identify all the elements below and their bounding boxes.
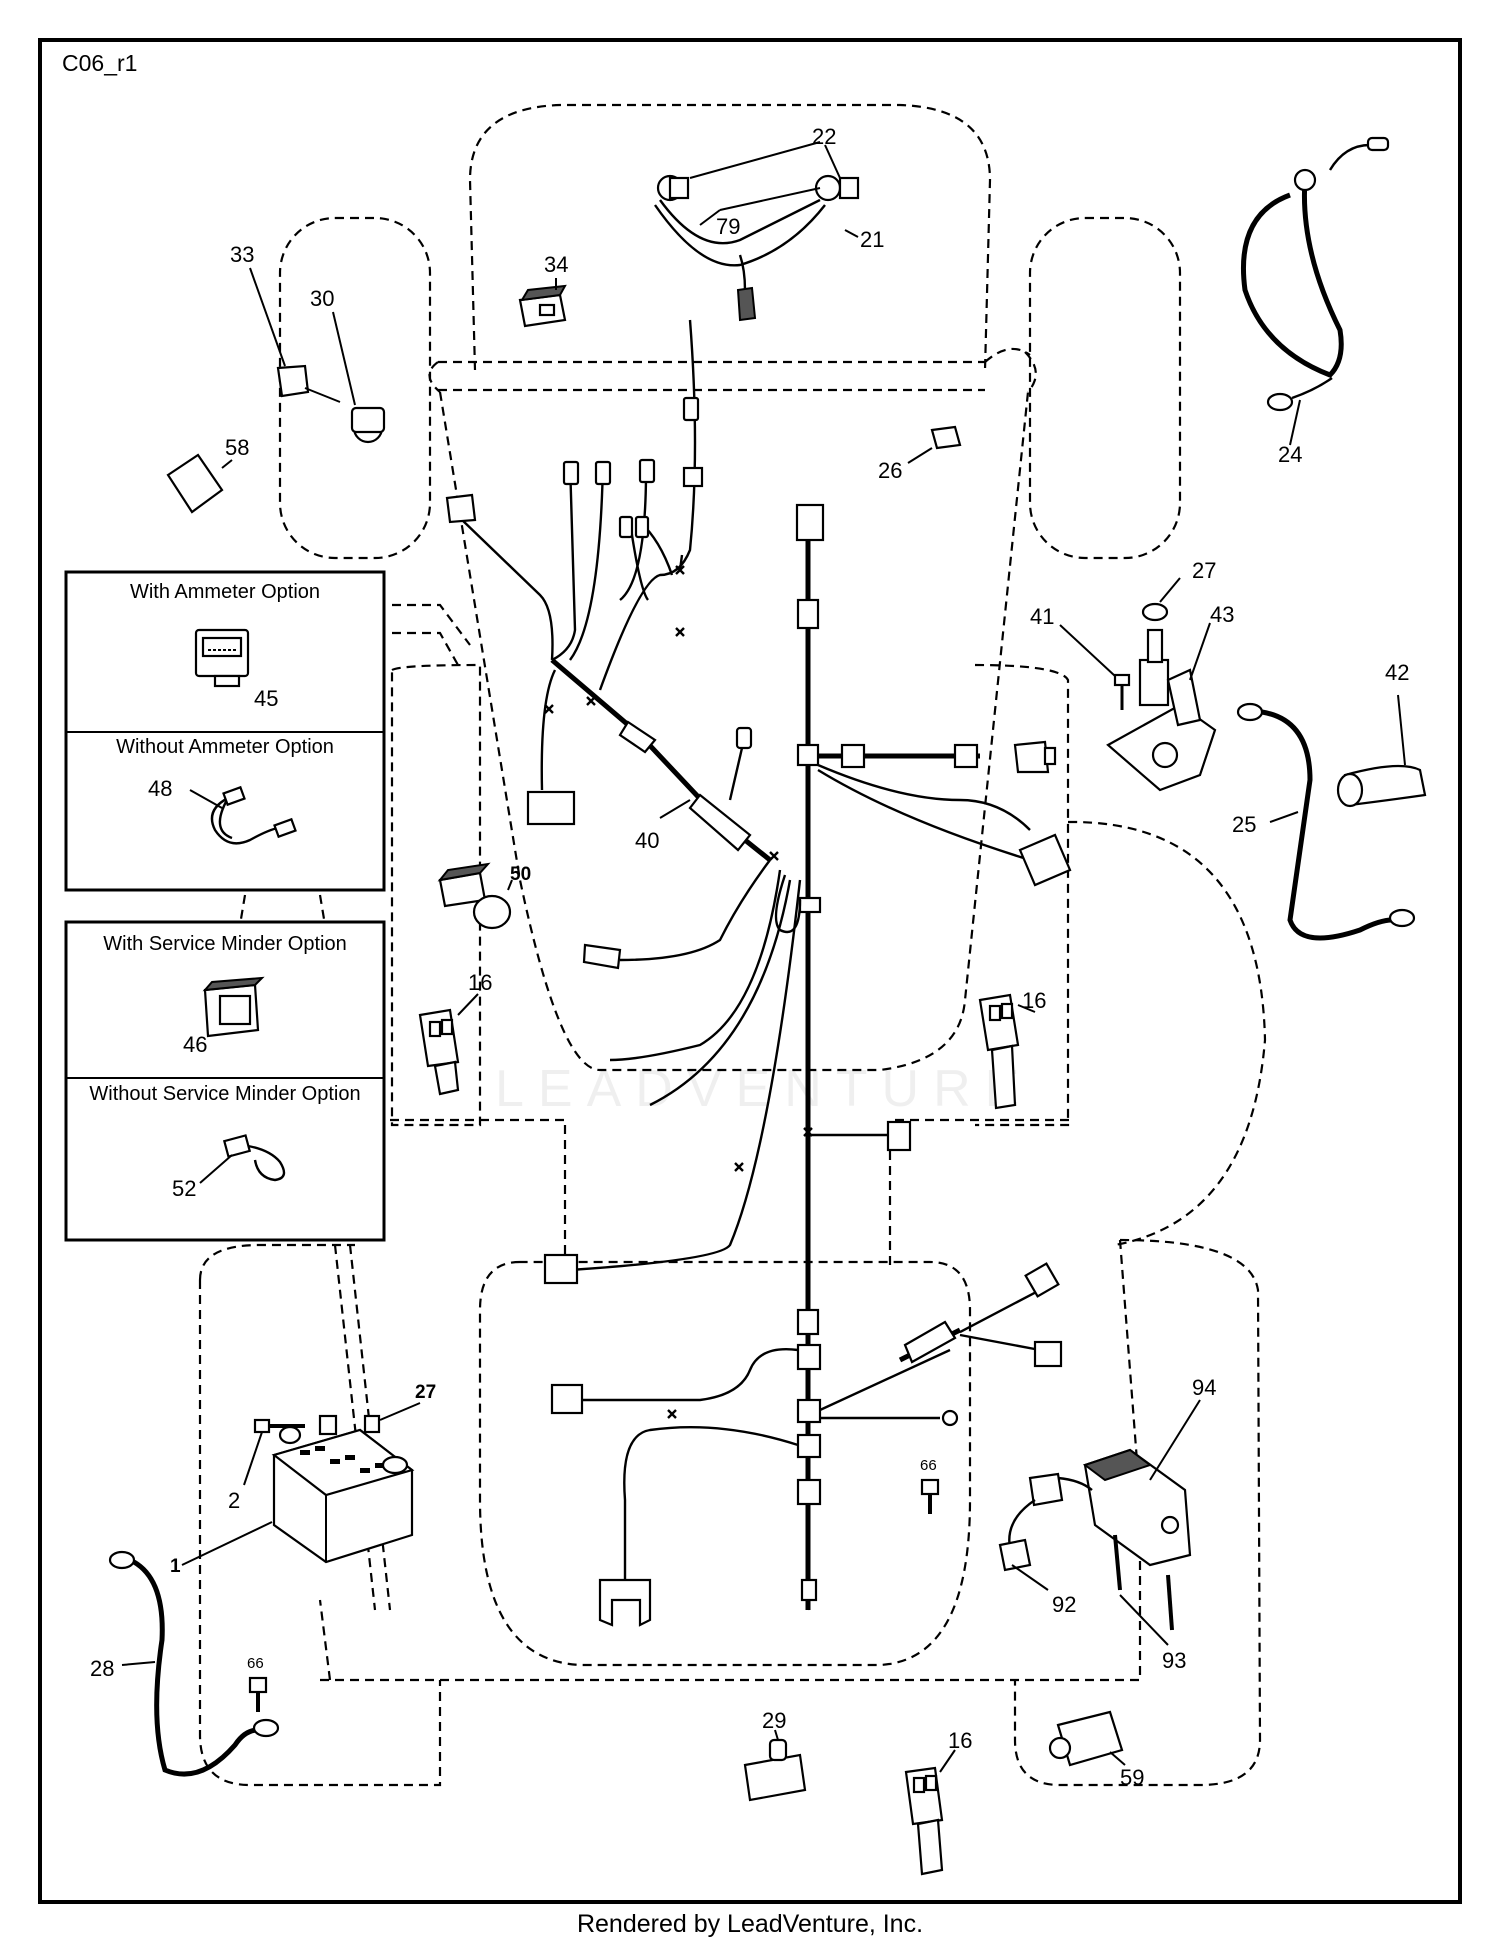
callout-33: 33	[230, 242, 254, 267]
callout-16-bottom: 16	[948, 1728, 972, 1753]
ground-cable-24	[1240, 136, 1390, 446]
battery-nut-27	[363, 1402, 421, 1434]
service-minder-jumper-part	[199, 1134, 286, 1184]
ammeter-option-box: With Ammeter Option Without Ammeter Opti…	[64, 570, 386, 892]
leader-40	[659, 799, 691, 819]
callout-59: 59	[1120, 1765, 1144, 1790]
callout-93: 93	[1162, 1648, 1186, 1673]
headlight-assembly	[654, 141, 860, 322]
service-minder-part	[202, 976, 265, 1038]
footer-rendered-by: Rendered by LeadVenture, Inc.	[576, 1910, 924, 1938]
callout-22: 22	[812, 124, 836, 149]
service-minder-option-box: With Service Minder Option Without Servi…	[64, 920, 386, 1242]
main-wiring-harness	[445, 319, 1072, 1627]
screws-93	[1113, 1534, 1174, 1646]
battery-cable-28	[108, 1550, 280, 1777]
with-service-minder-title: With Service Minder Option	[103, 933, 346, 955]
callout-27-top: 27	[1192, 558, 1216, 583]
callout-48: 48	[148, 776, 172, 801]
interlock-switch-16-right	[978, 993, 1036, 1110]
battery-1	[181, 1425, 415, 1566]
relay-50	[437, 862, 513, 930]
callout-30: 30	[310, 286, 334, 311]
callout-21: 21	[860, 227, 884, 252]
ammeter-part	[194, 628, 250, 688]
module-94	[1082, 1399, 1201, 1567]
callout-26: 26	[878, 458, 902, 483]
callout-16-right: 16	[1022, 988, 1046, 1013]
callout-66-right: 66	[920, 1457, 937, 1474]
starter-solenoid-43	[1106, 577, 1217, 792]
interlock-switch-16-bottom	[904, 1749, 956, 1876]
watermark: LEADVENTURE	[495, 1060, 1033, 1118]
screw-66-left	[248, 1676, 268, 1712]
key-33	[249, 267, 341, 403]
ammeter-jumper-part	[189, 785, 297, 845]
ignition-switch-30	[332, 311, 386, 444]
part-59	[1048, 1710, 1126, 1767]
callout-28: 28	[90, 1656, 114, 1681]
interlock-switch-16-left	[418, 993, 479, 1096]
callout-94: 94	[1192, 1375, 1216, 1400]
screw-66-right	[920, 1478, 940, 1514]
callout-29: 29	[762, 1708, 786, 1733]
without-service-minder-title: Without Service Minder Option	[89, 1083, 360, 1105]
callout-16-left: 16	[468, 970, 492, 995]
callout-92: 92	[1052, 1592, 1076, 1617]
bolt-41	[1059, 624, 1131, 710]
callout-52: 52	[172, 1176, 196, 1201]
callout-79: 79	[716, 214, 740, 239]
terminal-boot-42	[1336, 694, 1427, 808]
with-ammeter-title: With Ammeter Option	[130, 581, 320, 603]
callout-27-battery: 27	[415, 1382, 436, 1403]
without-ammeter-title: Without Ammeter Option	[116, 736, 334, 758]
tractor-outline	[198, 103, 1267, 1787]
part-29	[743, 1729, 807, 1802]
battery-bolt-2	[243, 1414, 338, 1486]
callout-1: 1	[170, 1556, 181, 1577]
callout-43: 43	[1210, 602, 1234, 627]
callout-40: 40	[635, 828, 659, 853]
callout-45: 45	[254, 686, 278, 711]
callout-2: 2	[228, 1488, 240, 1513]
callout-41: 41	[1030, 604, 1054, 629]
callout-34: 34	[544, 252, 568, 277]
callout-58: 58	[225, 435, 249, 460]
switch-34	[518, 278, 567, 328]
callout-24: 24	[1278, 442, 1302, 467]
callout-46: 46	[183, 1032, 207, 1057]
callout-42: 42	[1385, 660, 1409, 685]
trunk-top-connector	[795, 503, 825, 542]
part-58	[166, 453, 233, 514]
diagram-code: C06_r1	[62, 50, 138, 76]
diagram-frame	[38, 38, 1462, 1904]
callout-66-left: 66	[247, 1655, 264, 1672]
fuse-26	[907, 425, 962, 464]
callout-50: 50	[510, 864, 531, 885]
battery-cable-25	[1236, 702, 1416, 941]
harness-92	[998, 1472, 1093, 1591]
callout-25: 25	[1232, 812, 1256, 837]
